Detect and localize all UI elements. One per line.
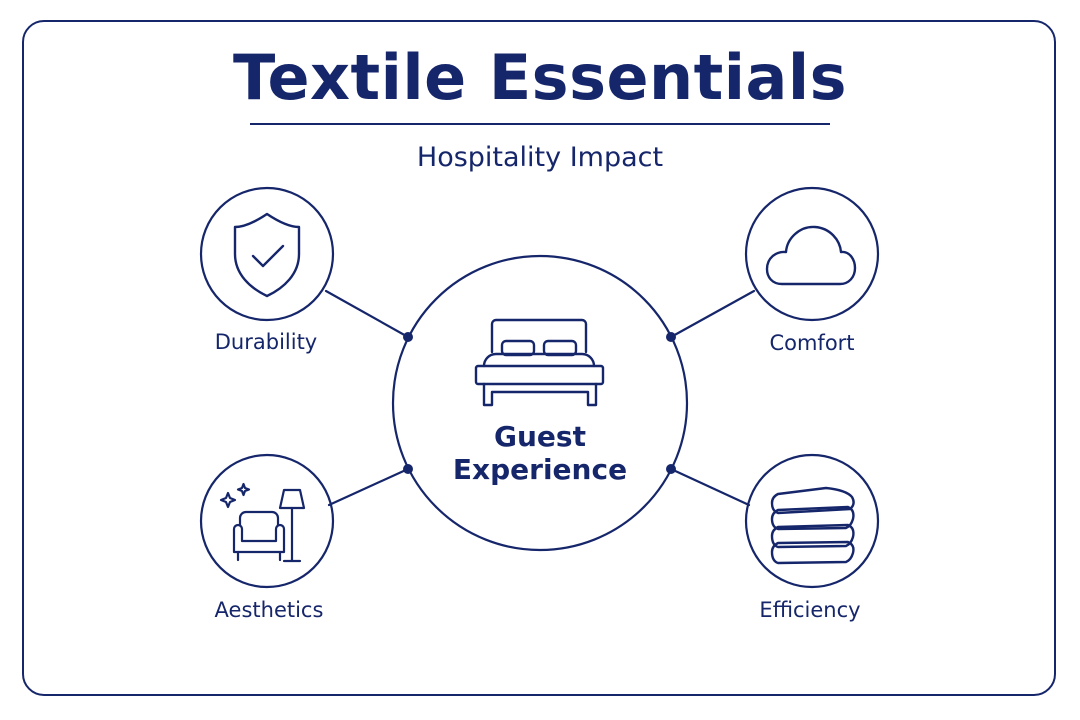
node-circle-efficiency	[744, 453, 880, 589]
folded-towels-icon	[770, 486, 855, 565]
hub-circle	[391, 254, 689, 552]
shield-check-icon	[233, 212, 301, 298]
node-label-durability: Durability	[214, 330, 318, 354]
armchair-lamp-icon	[219, 482, 306, 563]
node-label-efficiency: Efficiency	[759, 598, 861, 622]
node-circle-durability	[199, 186, 335, 322]
node-label-aesthetics: Aesthetics	[214, 598, 324, 622]
node-circle-comfort	[744, 186, 880, 322]
diagram-frame	[22, 20, 1056, 696]
node-circle-aesthetics	[199, 453, 335, 589]
hub-label-line1: Guest	[494, 420, 586, 453]
node-label-comfort: Comfort	[769, 331, 855, 355]
page-title: Textile Essentials	[232, 41, 848, 114]
hub-label: Guest Experience	[390, 420, 690, 486]
title-divider	[250, 123, 830, 125]
cloud-icon	[765, 225, 857, 286]
page-subtitle: Hospitality Impact	[416, 142, 664, 173]
hub-label-line2: Experience	[452, 453, 628, 486]
bed-icon	[474, 318, 605, 407]
